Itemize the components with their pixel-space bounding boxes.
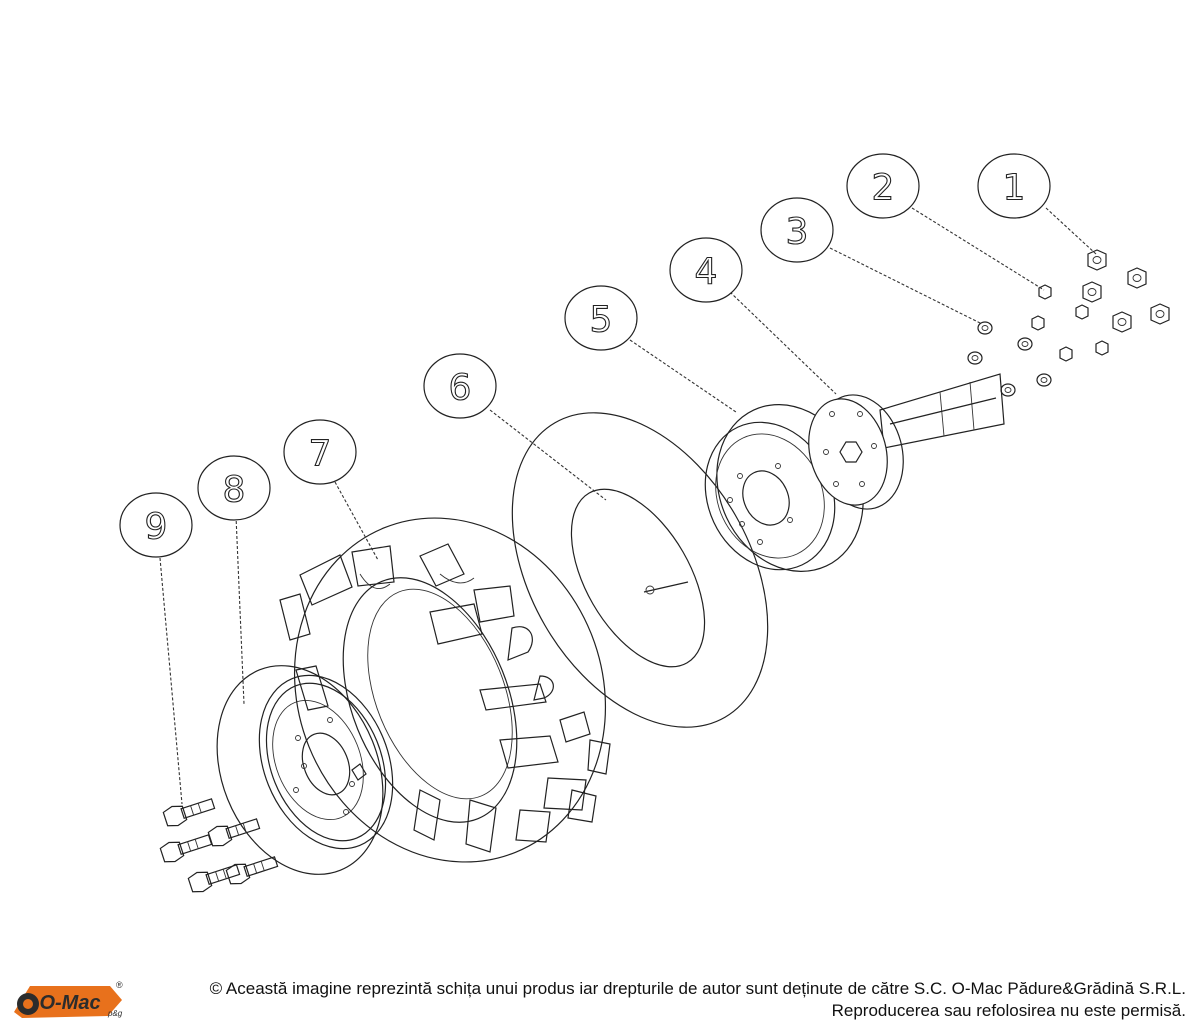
logo-registered-mark: ® xyxy=(116,980,123,990)
callout-7-label: 7 xyxy=(309,434,332,475)
copyright-notice: © Această imagine reprezintă schița unui… xyxy=(136,978,1186,1022)
copyright-line-2: Reproducerea sau refolosirea nu este per… xyxy=(831,1001,1186,1020)
callout-6: 6 xyxy=(423,353,497,419)
hub-flange-part-4 xyxy=(808,373,1005,510)
logo-text: O-Mac xyxy=(39,992,100,1014)
callout-2-label: 2 xyxy=(872,168,895,209)
bolts-part-9 xyxy=(159,798,279,893)
tire-part-7 xyxy=(279,517,611,863)
copyright-footer: O-Mac p&g ® © Această imagine reprezintă… xyxy=(0,968,1200,1030)
callout-9-label: 9 xyxy=(145,507,168,548)
callout-2: 2 xyxy=(846,153,920,219)
callout-6-label: 6 xyxy=(449,368,472,409)
callout-5-label: 5 xyxy=(590,300,613,341)
callout-1-label: 1 xyxy=(1003,168,1026,209)
callout-8-label: 8 xyxy=(223,470,246,511)
washers-part-3 xyxy=(967,321,1052,397)
callout-4: 4 xyxy=(669,237,743,303)
callout-8: 8 xyxy=(197,455,271,521)
callout-1: 1 xyxy=(977,153,1051,219)
callout-5: 5 xyxy=(564,285,638,351)
logo-subtext: p&g xyxy=(107,1009,123,1018)
large-nuts-part-1 xyxy=(1082,249,1170,333)
callout-3: 3 xyxy=(760,197,834,263)
callout-3-label: 3 xyxy=(786,212,809,253)
callout-4-label: 4 xyxy=(695,252,718,293)
small-nuts-part-2 xyxy=(1031,284,1109,362)
copyright-line-1: © Această imagine reprezintă schița unui… xyxy=(209,979,1186,998)
inner-tube-part-6 xyxy=(511,412,769,728)
callout-9: 9 xyxy=(119,492,193,558)
outer-rim-part-8 xyxy=(216,665,394,875)
exploded-wheel-diagram: 1 2 3 4 5 6 7 8 9 xyxy=(119,153,1170,893)
leader-lines xyxy=(159,207,1097,805)
callout-7: 7 xyxy=(283,419,357,485)
omac-logo: O-Mac p&g ® xyxy=(14,980,123,1018)
